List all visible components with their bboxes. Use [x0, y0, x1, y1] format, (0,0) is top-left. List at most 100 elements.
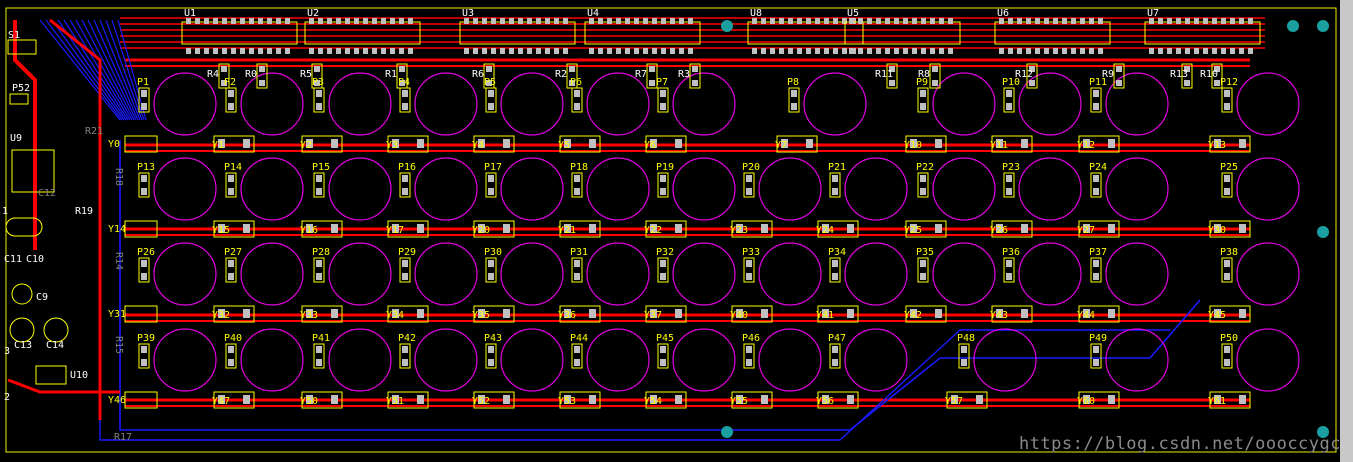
ic-pin — [195, 18, 200, 24]
switch-label-y5: Y5 — [558, 140, 570, 151]
ic-pin — [345, 18, 350, 24]
ic-pin — [885, 48, 890, 54]
ic-pin — [797, 48, 802, 54]
header-pad — [402, 359, 408, 366]
header-outline — [399, 343, 411, 369]
switch-pad — [564, 139, 571, 148]
mounting-hole — [1317, 426, 1329, 438]
ic-pin — [643, 48, 648, 54]
bottom-trace — [51, 19, 125, 121]
resistor-pad — [1184, 80, 1190, 86]
header-outline — [829, 343, 841, 369]
ic-pin — [336, 18, 341, 24]
key-hole — [973, 328, 1037, 392]
ic-pin — [1158, 48, 1163, 54]
header-pad — [746, 260, 752, 267]
resistor-pad — [649, 80, 655, 86]
ic-pin — [867, 18, 872, 24]
ic-pin — [607, 48, 612, 54]
ic-pin — [806, 48, 811, 54]
header-pad — [316, 90, 322, 97]
switch-label-y31: Y31 — [108, 309, 126, 320]
scrollbar-right[interactable] — [1340, 0, 1353, 462]
header-pad — [141, 103, 147, 110]
ic-pin — [1230, 48, 1235, 54]
resistor-pad — [1214, 66, 1220, 72]
resistor-pad — [932, 80, 938, 86]
switch-outline — [559, 220, 601, 238]
ic-pin — [213, 48, 218, 54]
switch-pad — [996, 139, 1003, 148]
label-r14: R14 — [113, 252, 124, 270]
ic-pin — [1248, 18, 1253, 24]
key-hole — [932, 157, 996, 221]
ic-pin — [1062, 48, 1067, 54]
label-pin3: 3 — [4, 346, 10, 357]
left-parts: S1 P52 U9 R19 C11 C10 C9 C13 C14 U10 C12… — [2, 30, 132, 443]
mounting-hole — [1317, 226, 1329, 238]
switch-outline — [124, 305, 158, 323]
switch-label-y16: Y16 — [300, 225, 318, 236]
switch-pad — [822, 395, 829, 404]
header-label-p9: P9 — [916, 77, 928, 88]
resistor-label-r2: R2 — [555, 69, 567, 80]
header-p52-outline — [9, 93, 29, 105]
ic-pin — [1044, 18, 1049, 24]
switch-pad — [417, 139, 424, 148]
ic-pin — [1230, 18, 1235, 24]
ic-pin — [1098, 18, 1103, 24]
switch-label-y10: Y10 — [904, 140, 922, 151]
ic-pin — [231, 48, 236, 54]
header-pad — [832, 359, 838, 366]
key-hole — [500, 72, 564, 136]
header-pad — [488, 103, 494, 110]
ic-pin — [240, 18, 245, 24]
ic-pin — [770, 48, 775, 54]
header-outline — [485, 343, 497, 369]
switch-outline — [1078, 305, 1120, 323]
switch-outline — [645, 391, 687, 409]
label-r19: R19 — [75, 206, 93, 217]
header-pad — [920, 90, 926, 97]
ic-outline — [1144, 21, 1261, 45]
resistor-label-r13: R13 — [1170, 69, 1188, 80]
ic-pin — [679, 48, 684, 54]
ic-pin — [473, 18, 478, 24]
switch-pad — [1214, 309, 1221, 318]
switch-outline — [1209, 135, 1251, 153]
ic-pin — [921, 48, 926, 54]
switch-pad — [392, 395, 399, 404]
header-pad — [402, 188, 408, 195]
switch-label-y36: Y36 — [558, 310, 576, 321]
header-pad — [574, 260, 580, 267]
header-pad — [660, 175, 666, 182]
switch-pad — [503, 224, 510, 233]
header-label-p49: P49 — [1089, 333, 1107, 344]
header-pad — [746, 346, 752, 353]
header-outline — [657, 257, 669, 283]
switch-pad — [675, 139, 682, 148]
header-pad — [660, 103, 666, 110]
ic-pin — [858, 18, 863, 24]
ic-pin — [815, 18, 820, 24]
resistor-label-r3: R3 — [678, 69, 690, 80]
ic-pin — [1026, 18, 1031, 24]
ic-pin — [616, 18, 621, 24]
ic-pin — [1176, 48, 1181, 54]
ic-pin — [652, 18, 657, 24]
switch-pad — [1214, 224, 1221, 233]
crystal-outline — [5, 217, 43, 237]
switch-outline — [1078, 220, 1120, 238]
reg-u10-outline — [35, 365, 67, 385]
header-outline — [399, 87, 411, 113]
switch-pad — [1083, 309, 1090, 318]
ic-pin — [390, 18, 395, 24]
switch-outline — [731, 305, 773, 323]
header-pad — [791, 103, 797, 110]
ic-pin — [589, 18, 594, 24]
bottom-trace — [45, 19, 123, 121]
ic-pin — [761, 18, 766, 24]
ic-pin — [518, 48, 523, 54]
resistor-pad — [221, 66, 227, 72]
